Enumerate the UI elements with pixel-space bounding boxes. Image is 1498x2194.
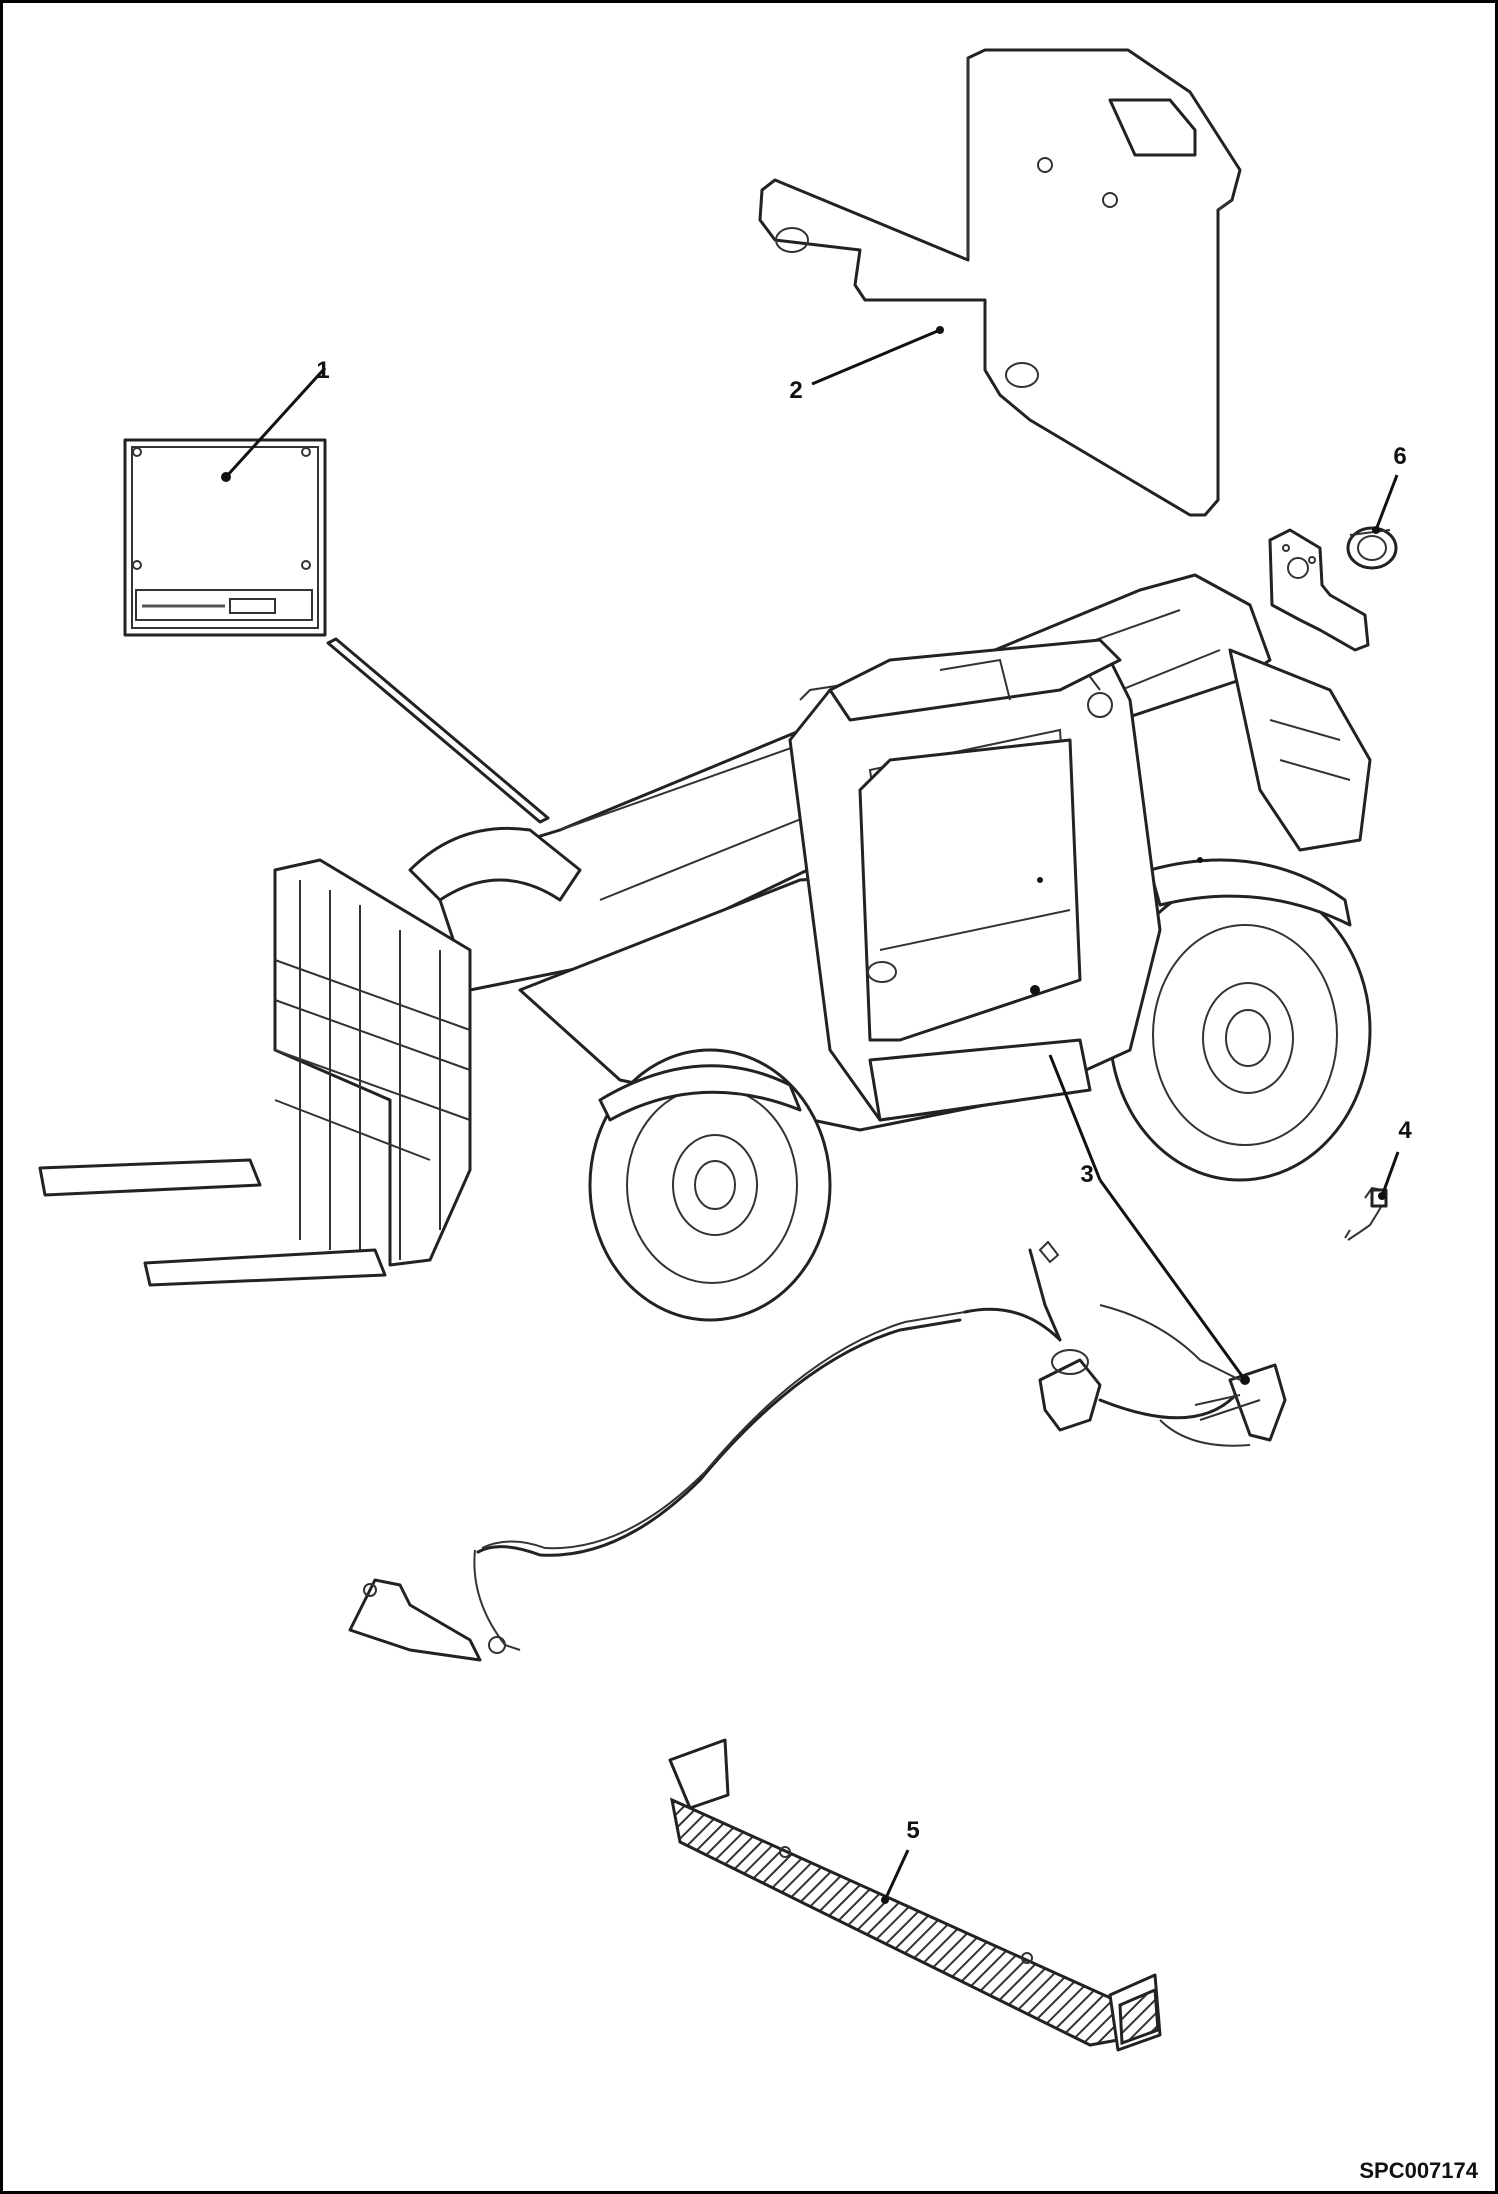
leader-line-5 <box>883 1849 910 1901</box>
leader-line-2 <box>811 328 941 386</box>
drawing-code: SPC007174 <box>1359 2158 1478 2183</box>
beacon-bracket-icon <box>1268 526 1398 652</box>
callout-3: 3 <box>1080 1161 1093 1188</box>
callout-4: 4 <box>1398 1117 1412 1144</box>
plate-location-line <box>326 637 550 824</box>
leader-line-4 <box>1380 1151 1400 1197</box>
leader-line-6 <box>1374 474 1399 531</box>
reflective-strip-icon <box>668 1738 1162 2052</box>
leader-line-3 <box>1098 1179 1247 1381</box>
wiring-harness-icon <box>348 1240 1287 1662</box>
leader-line-3b <box>1048 1054 1102 1181</box>
data-plate-icon <box>123 438 327 637</box>
callout-2: 2 <box>789 377 802 404</box>
cable-connector-icon <box>1344 1186 1388 1241</box>
callout-5: 5 <box>906 1817 919 1844</box>
mounting-plate-icon <box>758 48 1242 517</box>
telehandler-machine-icon <box>38 573 1372 1322</box>
leader-line-1 <box>224 366 327 479</box>
callout-6: 6 <box>1393 443 1406 470</box>
callout-1: 1 <box>316 357 329 384</box>
